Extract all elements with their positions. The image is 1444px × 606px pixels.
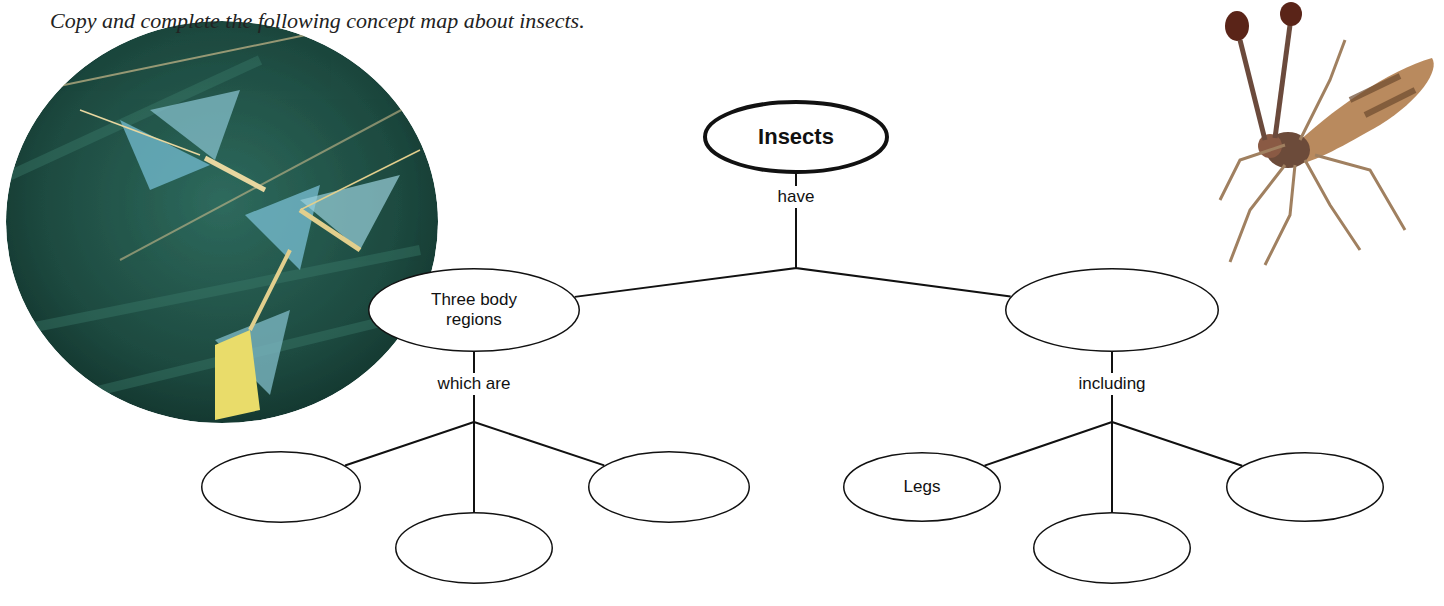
concept-oval: [1033, 512, 1191, 584]
link-label: which are: [434, 373, 515, 395]
concept-oval: Three body regions: [368, 268, 580, 352]
oval-outline: [1033, 512, 1191, 584]
concept-text: Insects: [758, 124, 834, 150]
concept-oval: [1226, 452, 1384, 522]
concept-text: Legs: [904, 477, 941, 497]
concept-oval: Legs: [843, 452, 1001, 522]
concept-oval: [201, 451, 361, 523]
stalk-eyed-fly: [1220, 2, 1434, 265]
oval-outline: [1005, 268, 1219, 352]
concept-oval: [395, 512, 553, 584]
main-concept-oval: Insects: [703, 100, 889, 174]
oval-outline: [201, 451, 361, 523]
concept-oval: [1005, 268, 1219, 352]
link-label: have: [774, 186, 819, 208]
mayfly-photo: [0, 21, 438, 423]
oval-outline: [395, 512, 553, 584]
connector-line: [1112, 352, 1242, 466]
concept-oval: [588, 451, 750, 523]
instruction-title: Copy and complete the following concept …: [50, 8, 585, 34]
link-label: including: [1074, 373, 1149, 395]
connector-line: [575, 174, 796, 297]
oval-outline: [588, 451, 750, 523]
concept-text: Three body regions: [414, 290, 534, 331]
connector-line: [985, 352, 1112, 466]
connector-line: [796, 174, 1011, 297]
oval-outline: [1226, 452, 1384, 522]
connector-line: [345, 352, 474, 465]
connector-line: [474, 352, 604, 465]
